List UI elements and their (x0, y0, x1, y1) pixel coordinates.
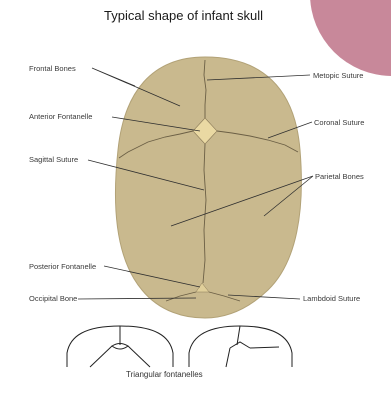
label-metopic-suture: Metopic Suture (313, 71, 363, 80)
label-coronal-suture: Coronal Suture (314, 118, 364, 127)
label-posterior-fontanelle: Posterior Fontanelle (29, 262, 96, 271)
label-sagittal-suture: Sagittal Suture (29, 155, 78, 164)
diagram-title: Typical shape of infant skull (104, 8, 263, 23)
skull-outline (115, 57, 301, 318)
corner-decoration (310, 0, 391, 76)
label-frontal-bones: Frontal Bones (29, 64, 76, 73)
label-occipital-bone: Occipital Bone (29, 294, 77, 303)
label-lambdoid-suture: Lambdoid Suture (303, 294, 360, 303)
label-parietal-bones: Parietal Bones (315, 172, 364, 181)
fontanelle-sketch-left (67, 326, 173, 367)
label-anterior-fontanelle: Anterior Fontanelle (29, 112, 92, 121)
caption-triangular-fontanelles: Triangular fontanelles (126, 370, 203, 379)
fontanelle-sketch-right (189, 326, 292, 367)
